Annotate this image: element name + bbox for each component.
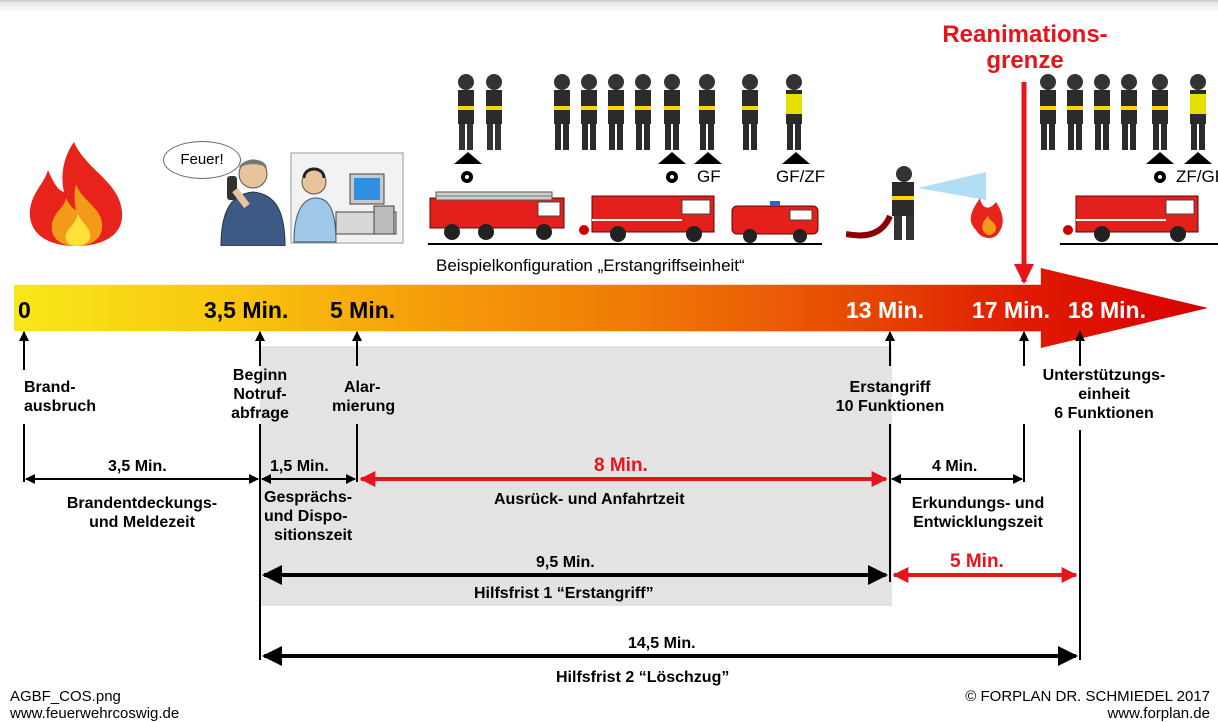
- label-gfzf: GF/ZF: [776, 167, 826, 186]
- config-caption: Beispielkonfiguration „Erstangriffseinhe…: [436, 256, 745, 275]
- phase-gespraech-line-3: sitionszeit: [274, 527, 353, 544]
- tick-0: 0: [18, 297, 31, 323]
- firefighter-group-3: [742, 74, 802, 150]
- event-erst-line-2: 10 Funktionen: [835, 398, 945, 415]
- duration-9-5: 9,5 Min.: [536, 554, 595, 571]
- phase-erkundung-line-1: Erkundungs- und: [911, 495, 1045, 512]
- dispatcher-icon: [290, 152, 404, 244]
- event-brand-line-2: ausbruch: [24, 398, 97, 415]
- event-unter-line-3: 6 Funktionen: [1054, 405, 1154, 422]
- gear-icon: [461, 171, 473, 183]
- label-zfgf: ZF/GF: [1176, 167, 1218, 186]
- speech-bubble: Feuer!: [163, 141, 241, 179]
- footer-file-name: AGBF_COS.png: [10, 688, 121, 705]
- event-brandausbruch: Brand- ausbruch: [24, 378, 96, 416]
- hose-firefighter-icon: [846, 166, 1003, 240]
- reanimation-line-2: grenze: [986, 47, 1064, 74]
- label-gf: GF: [697, 167, 721, 186]
- event-unter-line-2: einheit: [1078, 386, 1130, 403]
- event-alarm-line-1: Alar-: [344, 379, 381, 396]
- duration-14-5: 14,5 Min.: [628, 635, 696, 652]
- duration-8: 8 Min.: [594, 455, 648, 476]
- top-border: [0, 0, 1218, 12]
- caller-icon: [220, 159, 286, 246]
- footer-right: © FORPLAN DR. SCHMIEDEL 2017 www.forplan…: [965, 688, 1210, 722]
- firefighter-icon: [458, 74, 474, 150]
- duration-3-5: 3,5 Min.: [108, 458, 167, 475]
- event-unterstuetzung: Unterstützungs- einheit 6 Funktionen: [1032, 366, 1176, 423]
- tick-5: 5 Min.: [330, 297, 396, 323]
- phase-gespraech-line-2: und Dispo-: [264, 508, 348, 525]
- event-brand-line-1: Brand-: [24, 379, 76, 396]
- event-alarm-line-2: mierung: [332, 398, 396, 415]
- footer-forplan-url: www.forplan.de: [1107, 705, 1210, 722]
- tick-13: 13 Min.: [846, 297, 924, 323]
- event-alarmierung: Alar- mierung: [332, 378, 395, 416]
- footer-source-url: www.feuerwehrcoswig.de: [10, 705, 180, 722]
- footer-copyright: © FORPLAN DR. SCHMIEDEL 2017: [965, 688, 1210, 705]
- command-van-icon: [731, 201, 819, 243]
- reanimation-label: Reanimations- grenze: [920, 22, 1130, 74]
- phase-hilfsfrist-2: Hilfsfrist 2 “Löschzug”: [556, 669, 730, 686]
- reanimation-line-1: Reanimations-: [942, 21, 1108, 48]
- event-erst-line-1: Erstangriff: [849, 379, 931, 396]
- event-beginn-line-1: Beginn: [232, 367, 288, 384]
- tick-3-5: 3,5 Min.: [204, 297, 289, 323]
- duration-4: 4 Min.: [932, 458, 978, 475]
- gear-icon: [1154, 171, 1166, 183]
- phase-gespraech: Gesprächs- und Dispo- sitionszeit: [264, 488, 352, 545]
- fire-truck-icon: [579, 195, 715, 242]
- firefighter-group-4: [1040, 74, 1206, 150]
- duration-1-5: 1,5 Min.: [270, 458, 329, 475]
- gear-icon: [666, 171, 678, 183]
- event-erstangriff: Erstangriff 10 Funktionen: [818, 378, 962, 416]
- event-beginn-line-3: abfrage: [231, 405, 289, 422]
- flame-icon: [29, 142, 123, 246]
- phase-ausrueck: Ausrück- und Anfahrtzeit: [494, 491, 685, 508]
- tick-18: 18 Min.: [1068, 297, 1146, 323]
- footer-left: AGBF_COS.png www.feuerwehrcoswig.de: [10, 688, 179, 722]
- phase-entdeckung: Brandentdeckungs- und Meldezeit: [42, 494, 242, 532]
- event-beginn-notrufabfrage: Beginn Notruf- abfrage: [218, 366, 302, 423]
- event-unter-line-1: Unterstützungs-: [1042, 367, 1166, 384]
- fire-truck-icon-2: [1063, 195, 1199, 242]
- firefighter-group-1: [458, 74, 502, 150]
- phase-entdeckung-line-2: und Meldezeit: [89, 514, 195, 531]
- ladder-truck-icon: [429, 191, 565, 240]
- firefighter-group-2: [554, 74, 715, 150]
- phase-erkundung: Erkundungs- und Entwicklungszeit: [888, 494, 1068, 532]
- tick-17: 17 Min.: [972, 297, 1050, 323]
- duration-5: 5 Min.: [950, 551, 1004, 572]
- phase-erkundung-line-2: Entwicklungszeit: [913, 514, 1043, 531]
- phase-entdeckung-line-1: Brandentdeckungs-: [66, 495, 218, 512]
- phase-gespraech-line-1: Gesprächs-: [264, 489, 353, 506]
- phase-hilfsfrist-1: Hilfsfrist 1 “Erstangriff”: [474, 585, 654, 602]
- event-beginn-line-2: Notruf-: [233, 386, 287, 403]
